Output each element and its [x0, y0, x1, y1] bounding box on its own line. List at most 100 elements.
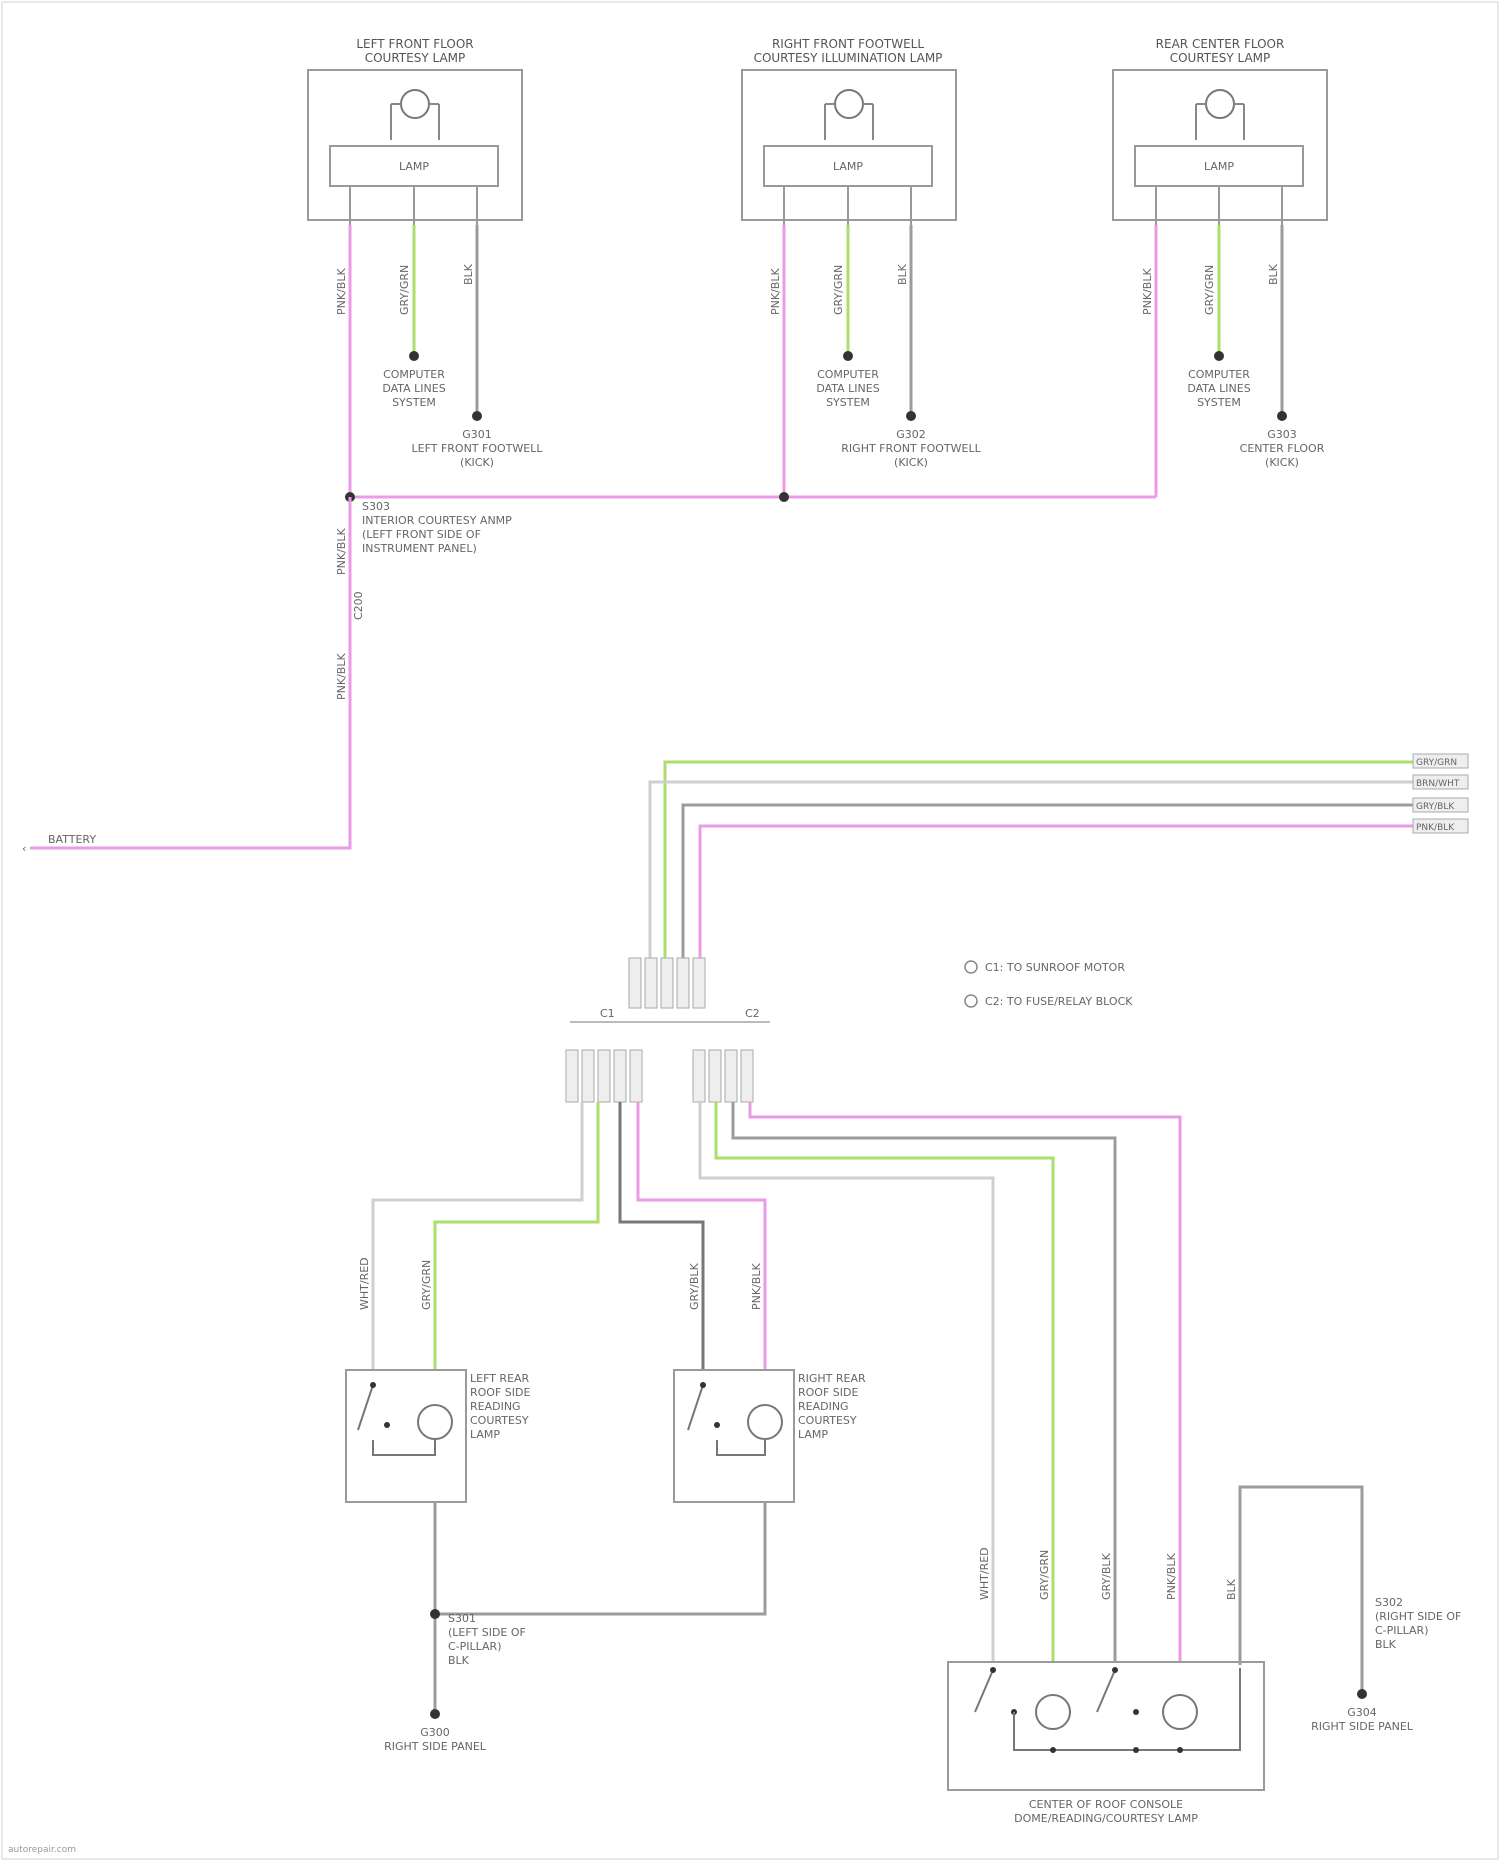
lamp2-wire2: GRY/GRN — [832, 265, 845, 315]
left-feed-mid-label2: C200 — [352, 591, 365, 620]
s301-2: C-PILLAR) — [448, 1640, 502, 1653]
console-wire-4: PNK/BLK — [1165, 1553, 1178, 1600]
lamp2-bus-2: DATA LINES — [816, 382, 879, 395]
lamp3-inner-label: LAMP — [1204, 160, 1234, 173]
lamp-right-front: RIGHT FRONT FOOTWELL COURTESY ILLUMINATI… — [742, 37, 982, 497]
lamp3-title-2: COURTESY LAMP — [1170, 51, 1271, 65]
lamp1-bulb-icon — [401, 90, 429, 118]
g300-label: RIGHT SIDE PANEL — [384, 1740, 487, 1753]
lamp1-title-2: COURTESY LAMP — [365, 51, 466, 65]
lamp4-line4: COURTESY — [470, 1414, 529, 1427]
lamp1-ground-id: G301 — [462, 428, 492, 441]
lamp1-bus-2: DATA LINES — [382, 382, 445, 395]
lamp1-bus-node — [409, 351, 419, 361]
lamp4-line2: ROOF SIDE — [470, 1386, 530, 1399]
lamp3-ground-id: G303 — [1267, 428, 1297, 441]
conn-c2: C2 — [745, 1007, 760, 1020]
lamp1-wire3: BLK — [462, 263, 475, 285]
console-title-1: CENTER OF ROOF CONSOLE — [1029, 1798, 1183, 1811]
lamp-rear-center: REAR CENTER FLOOR COURTESY LAMP LAMP PNK… — [1113, 37, 1327, 497]
s302-id: S302 — [1375, 1596, 1403, 1609]
g304-node — [1357, 1689, 1367, 1699]
legend-c2: C2: TO FUSE/RELAY BLOCK — [985, 995, 1133, 1008]
legend-c2-icon — [965, 995, 977, 1007]
g304-label: RIGHT SIDE PANEL — [1311, 1720, 1414, 1733]
console-wire-3: GRY/BLK — [1100, 1552, 1113, 1600]
lamp3-bus-2: DATA LINES — [1187, 382, 1250, 395]
lamp4-housing — [346, 1370, 466, 1502]
lamp4-line1: LEFT REAR — [470, 1372, 530, 1385]
in-tag-2-label: BRN/WHT — [1416, 779, 1460, 789]
g300-id: G300 — [420, 1726, 450, 1739]
in-tag-1-label: GRY/GRN — [1416, 758, 1457, 768]
lamp3-title-1: REAR CENTER FLOOR — [1156, 37, 1285, 51]
in-tag-4-label: PNK/BLK — [1416, 823, 1455, 833]
console-wire-2: GRY/GRN — [1038, 1550, 1051, 1600]
lamp2-ground-2: (KICK) — [894, 456, 928, 469]
low-wire-2 — [435, 1102, 598, 1370]
left-feed-wire-label: PNK/BLK — [335, 528, 348, 575]
lamp5-line4: COURTESY — [798, 1414, 857, 1427]
lamp5-line2: ROOF SIDE — [798, 1386, 858, 1399]
lamp2-bus-node — [843, 351, 853, 361]
console-wire-1: WHT/RED — [978, 1547, 991, 1600]
legend-c1-icon — [965, 961, 977, 973]
lamp2-wire3: BLK — [896, 263, 909, 285]
lamp1-bus-3: SYSTEM — [392, 396, 436, 409]
s302-2: C-PILLAR) — [1375, 1624, 1429, 1637]
console-bulb-1-icon — [1036, 1695, 1070, 1729]
lamp1-ground-1: LEFT FRONT FOOTWELL — [412, 442, 544, 455]
legend-c1: C1: TO SUNROOF MOTOR — [985, 961, 1125, 974]
lamp2-wire1: PNK/BLK — [769, 268, 782, 315]
low-lbl-4: PNK/BLK — [750, 1263, 763, 1310]
low-wire-1 — [373, 1102, 582, 1370]
low-wire-3 — [620, 1102, 703, 1370]
footer-credit: autorepair.com — [8, 1845, 76, 1855]
console-bulb-2-icon — [1163, 1695, 1197, 1729]
lamp1-ground-2: (KICK) — [460, 456, 494, 469]
lamp5-line3: READING — [798, 1400, 849, 1413]
splice-top-2: (LEFT FRONT SIDE OF — [362, 528, 481, 541]
lamp3-ground-1: CENTER FLOOR — [1240, 442, 1325, 455]
lamp5-bulb-icon — [748, 1405, 782, 1439]
battery-arrow: ‹ — [22, 842, 26, 855]
lamp1-inner-label: LAMP — [399, 160, 429, 173]
lamp1-wire1: PNK/BLK — [335, 268, 348, 315]
lamp4-bulb-icon — [418, 1405, 452, 1439]
low-lbl-3: GRY/BLK — [688, 1262, 701, 1310]
central-connector: C1 C2 — [566, 958, 770, 1102]
lamp2-ground-id: G302 — [896, 428, 926, 441]
lamp4-line5: LAMP — [470, 1428, 500, 1441]
center-roof-console-lamp: CENTER OF ROOF CONSOLE DOME/READING/COUR… — [948, 1662, 1264, 1825]
lamp4-line3: READING — [470, 1400, 521, 1413]
console-title-2: DOME/READING/COURTESY LAMP — [1014, 1812, 1198, 1825]
lamp1-title-1: LEFT FRONT FLOOR — [356, 37, 473, 51]
lamp3-ground-2: (KICK) — [1265, 456, 1299, 469]
left-feed-mid-label: PNK/BLK — [335, 653, 348, 700]
lamp3-wire2: GRY/GRN — [1203, 265, 1216, 315]
splice-top-1: INTERIOR COURTESY ANMP — [362, 514, 512, 527]
conn-c1: C1 — [600, 1007, 615, 1020]
lamp2-title-1: RIGHT FRONT FOOTWELL — [772, 37, 924, 51]
console-housing — [948, 1662, 1264, 1790]
lamp3-bus-node — [1214, 351, 1224, 361]
lamp5-line1: RIGHT REAR — [798, 1372, 866, 1385]
lamp2-bus-3: SYSTEM — [826, 396, 870, 409]
lamp3-wire1: PNK/BLK — [1141, 268, 1154, 315]
lamp3-bulb-icon — [1206, 90, 1234, 118]
s301-id: S301 — [448, 1612, 476, 1625]
splice-node-mid — [779, 492, 789, 502]
splice-top-3: INSTRUMENT PANEL) — [362, 542, 477, 555]
console-wire-5: BLK — [1225, 1578, 1238, 1600]
s302-3: BLK — [1375, 1638, 1397, 1651]
s302-1: (RIGHT SIDE OF — [1375, 1610, 1461, 1623]
left-feed-wire — [30, 497, 350, 848]
lamp-left-rear-roof: LEFT REAR ROOF SIDE READING COURTESY LAM… — [346, 1370, 530, 1502]
lamp3-bus-1: COMPUTER — [1188, 368, 1250, 381]
splice-s301-node — [430, 1609, 440, 1619]
s301-3: BLK — [448, 1654, 470, 1667]
lamp2-bulb-icon — [835, 90, 863, 118]
in-tag-3-label: GRY/BLK — [1416, 802, 1455, 812]
low-lbl-1: WHT/RED — [358, 1257, 371, 1310]
